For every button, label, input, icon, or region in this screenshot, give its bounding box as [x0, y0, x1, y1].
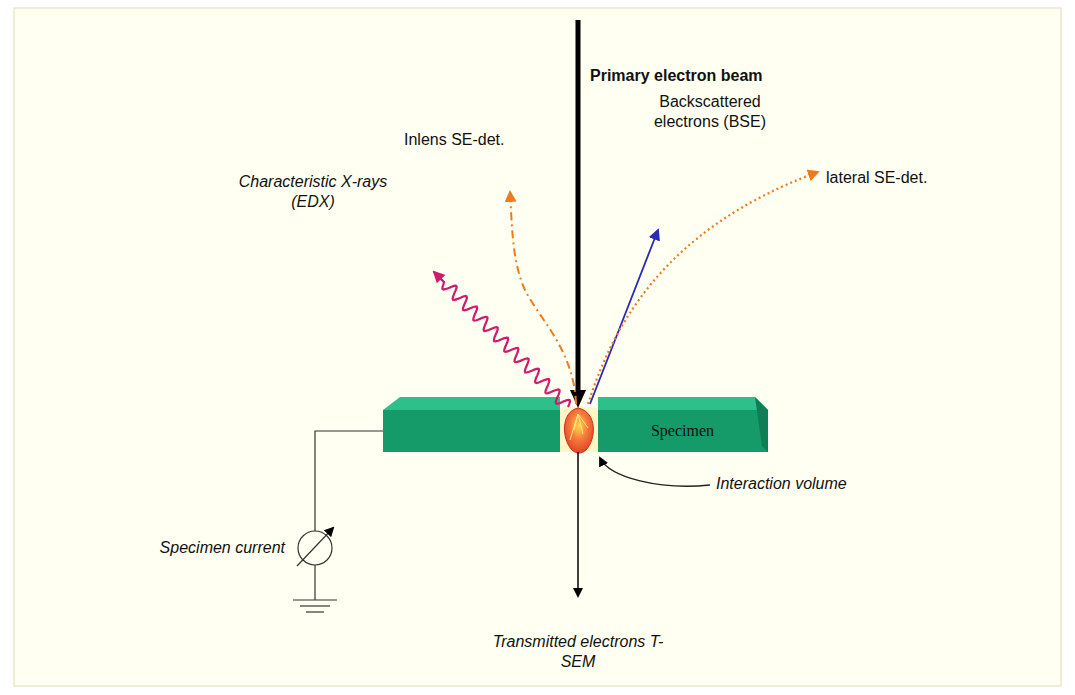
node-text: Specimen [651, 422, 714, 440]
signal-label: Characteristic X-rays (EDX) [228, 172, 398, 212]
specimen-slab [383, 397, 768, 453]
meter-label: Specimen current [60, 538, 285, 558]
primary-beam [576, 20, 581, 392]
signal-label: Backscattered electrons (BSE) [640, 92, 780, 132]
transmitted-beam [577, 452, 579, 596]
detector-label: lateral SE-det. [826, 168, 966, 188]
leader-line [600, 458, 710, 486]
signal-label: Transmitted electrons T-SEM [478, 632, 678, 672]
interaction-volume [564, 408, 593, 453]
panel-ground [14, 8, 1061, 686]
beam-label: Primary electron beam [590, 66, 850, 86]
lateral-se-path [588, 172, 818, 404]
bse-path [590, 230, 658, 404]
inlens-se-path [510, 192, 576, 404]
specimen-box: Specimen [600, 410, 765, 452]
callout-label: Interaction volume [716, 474, 906, 494]
detector-label: Inlens SE-det. [404, 130, 574, 150]
specimen-current-circuit [293, 431, 383, 612]
xray-wave [434, 272, 570, 407]
